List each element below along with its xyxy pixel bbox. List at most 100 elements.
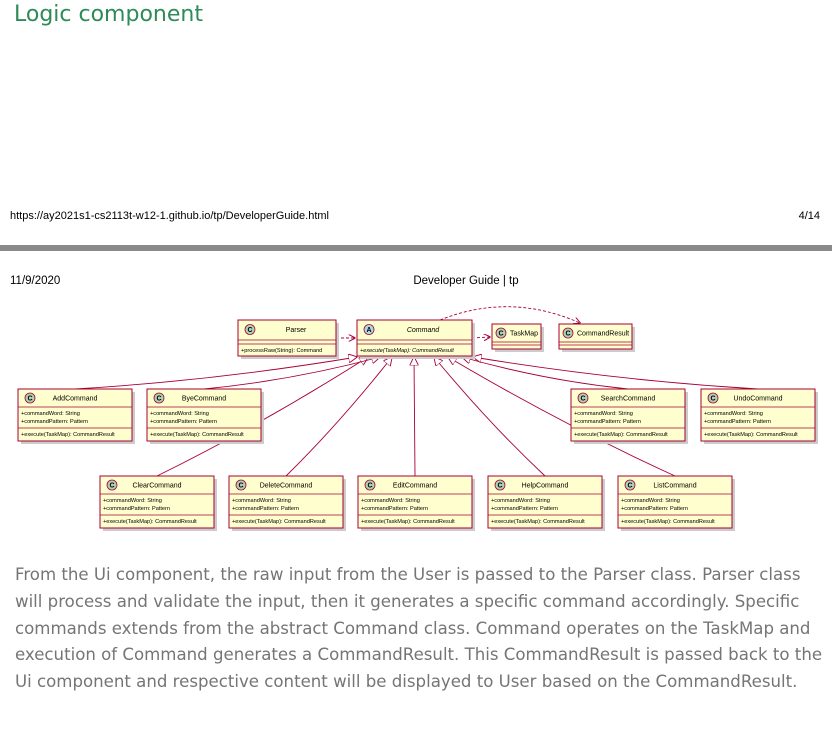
print-footer-url: https://ay2021s1-cs2113t-w12-1.github.io… xyxy=(10,210,329,222)
class-attribute: +commandPattern: Pattern xyxy=(21,419,88,425)
class-attribute: +commandPattern: Pattern xyxy=(150,419,217,425)
logic-class-diagram: C Parser +processRaw(String): Command A Comm… xyxy=(17,306,818,531)
class-name: CommandResult xyxy=(577,331,629,338)
class-name: HelpCommand xyxy=(522,483,569,490)
stereotype-icon xyxy=(153,392,165,404)
class-command: A Command +execute(TaskMap): CommandResult xyxy=(356,319,475,359)
inheritance-edge xyxy=(473,357,759,390)
stereotype-icon xyxy=(364,479,376,491)
class-attribute: +commandWord: String xyxy=(150,411,209,417)
stereotype-icon xyxy=(244,324,256,335)
class-name: ByeCommand xyxy=(182,396,226,403)
class-method: +processRaw(String): Command xyxy=(241,348,322,354)
print-header-title: Developer Guide | tp xyxy=(413,275,519,287)
stereotype-icon xyxy=(577,392,589,404)
stereotype-icon xyxy=(24,392,36,404)
stereotype-letter: C xyxy=(498,331,503,338)
stereotype-icon xyxy=(562,327,574,339)
class-box xyxy=(487,475,603,529)
inheritance-edge xyxy=(448,357,676,477)
class-help-command: C HelpCommand +commandWord: String +command… xyxy=(487,475,605,531)
class-attribute: +commandWord: String xyxy=(574,411,633,417)
class-method: +execute(TaskMap): CommandResult xyxy=(360,348,454,354)
stereotype-letter: C xyxy=(580,396,585,403)
inheritance-edge xyxy=(434,357,546,477)
stereotype-letter: C xyxy=(367,483,372,490)
print-header-date: 11/9/2020 xyxy=(10,275,61,287)
inheritance-edge xyxy=(414,357,415,477)
class-search-command: C SearchCommand +commandWord: String +comma… xyxy=(570,388,688,444)
class-attribute: +commandPattern: Pattern xyxy=(704,419,771,425)
stereotype-letter: A xyxy=(366,327,371,334)
stereotype-letter: C xyxy=(710,396,715,403)
stereotype-icon xyxy=(624,479,636,491)
class-attribute: +commandPattern: Pattern xyxy=(491,506,558,512)
stereotype-icon xyxy=(494,479,506,491)
class-attribute: +commandPattern: Pattern xyxy=(232,506,299,512)
class-attribute: +commandWord: String xyxy=(103,498,162,504)
class-attribute: +commandPattern: Pattern xyxy=(574,419,641,425)
inheritance-edge xyxy=(285,357,392,477)
class-method: +execute(TaskMap): CommandResult xyxy=(574,432,668,438)
class-attribute: +commandWord: String xyxy=(232,498,291,504)
page-break-divider xyxy=(0,245,832,251)
stereotype-icon xyxy=(495,327,507,339)
dependency-edge xyxy=(471,337,490,338)
class-name: TaskMap xyxy=(510,331,538,338)
inheritance-edge xyxy=(462,357,629,390)
class-method: +execute(TaskMap): CommandResult xyxy=(103,519,197,525)
inheritance-edge xyxy=(203,357,380,390)
class-name: Parser xyxy=(286,327,307,334)
class-method: +execute(TaskMap): CommandResult xyxy=(621,519,715,525)
stereotype-letter: C xyxy=(497,483,502,490)
class-task-map: C TaskMap xyxy=(491,323,544,352)
stereotype-letter: C xyxy=(27,396,32,403)
class-name: SearchCommand xyxy=(601,396,656,403)
class-name: EditCommand xyxy=(393,483,437,490)
class-attribute: +commandWord: String xyxy=(704,411,763,417)
class-attribute: +commandPattern: Pattern xyxy=(621,506,688,512)
class-box xyxy=(700,388,816,442)
class-method: +execute(TaskMap): CommandResult xyxy=(361,519,455,525)
stereotype-icon xyxy=(707,392,719,404)
class-name: Command xyxy=(407,327,440,334)
class-name: DeleteCommand xyxy=(260,483,313,490)
print-footer-page-number: 4/14 xyxy=(798,210,820,222)
class-box xyxy=(570,388,686,442)
class-name: ClearCommand xyxy=(132,483,181,490)
class-method: +execute(TaskMap): CommandResult xyxy=(232,519,326,525)
class-method: +execute(TaskMap): CommandResult xyxy=(21,432,115,438)
diagram-classes: C Parser +processRaw(String): Command A Comm… xyxy=(17,319,818,531)
class-box xyxy=(237,319,337,357)
class-name: AddCommand xyxy=(53,396,98,403)
stereotype-letter: C xyxy=(109,483,114,490)
stereotype-icon xyxy=(363,324,375,335)
class-box xyxy=(17,388,133,442)
logic-description-paragraph: From the Ui component, the raw input fro… xyxy=(15,565,823,692)
stereotype-letter: C xyxy=(565,331,570,338)
class-box xyxy=(146,388,262,442)
class-method: +execute(TaskMap): CommandResult xyxy=(491,519,585,525)
class-name: ListCommand xyxy=(653,483,696,490)
class-method: +execute(TaskMap): CommandResult xyxy=(150,432,244,438)
stereotype-letter: C xyxy=(627,483,632,490)
class-command-result: C CommandResult xyxy=(558,323,635,352)
class-method: +execute(TaskMap): CommandResult xyxy=(704,432,798,438)
class-box xyxy=(228,475,344,529)
class-box xyxy=(617,475,733,529)
class-attribute: +commandWord: String xyxy=(21,411,80,417)
class-attribute: +commandWord: String xyxy=(361,498,420,504)
class-clear-command: C ClearCommand +commandWord: String +comman… xyxy=(99,475,217,531)
class-box xyxy=(357,475,473,529)
stereotype-letter: C xyxy=(156,396,161,403)
stereotype-icon xyxy=(106,479,118,491)
class-attribute: +commandWord: String xyxy=(491,498,550,504)
class-attribute: +commandPattern: Pattern xyxy=(103,506,170,512)
class-bye-command: C ByeCommand +commandWord: String +commandP… xyxy=(146,388,264,444)
inheritance-edge xyxy=(74,357,357,390)
stereotype-icon xyxy=(235,479,247,491)
